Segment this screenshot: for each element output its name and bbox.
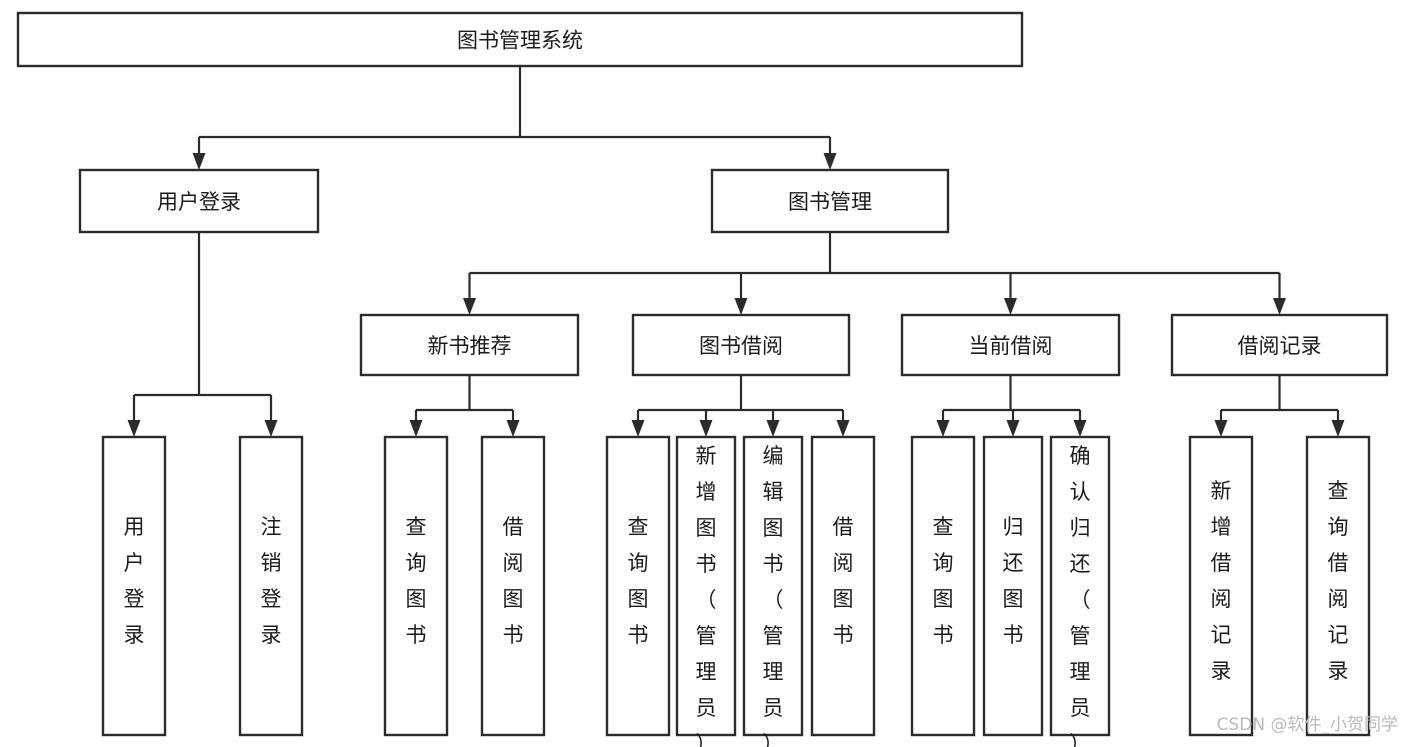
node-leaf-5-box[interactable] xyxy=(675,435,737,737)
node-leaf-4-label: 查询图书 xyxy=(628,515,649,647)
node-leaf-6-box[interactable] xyxy=(742,435,804,737)
node-root-label: 图书管理系统 xyxy=(457,29,583,53)
node-leaf-6[interactable]: 编辑图书（管理员） xyxy=(742,435,804,747)
node-leaf-10-label: 确认归还（管理员） xyxy=(1070,444,1091,747)
node-leaf-7-box[interactable] xyxy=(810,435,876,737)
node-l2-1-box[interactable] xyxy=(710,168,950,234)
node-l3-3-box[interactable] xyxy=(1170,313,1389,377)
conn-mgmt-arrow-1 xyxy=(734,298,748,315)
conn-borrow-arrow-3 xyxy=(836,420,850,437)
node-leaf-3[interactable]: 借阅图书 xyxy=(480,435,546,737)
node-l3-1[interactable]: 图书借阅 xyxy=(631,313,851,377)
node-leaf-1-label: 注销登录 xyxy=(261,515,282,647)
node-l3-3[interactable]: 借阅记录 xyxy=(1170,313,1389,377)
node-leaf-8-label: 查询图书 xyxy=(933,515,954,647)
node-leaf-11-label: 新增借阅记录 xyxy=(1211,479,1232,683)
node-leaf-2-label: 查询图书 xyxy=(406,515,427,647)
node-l3-3-label: 借阅记录 xyxy=(1238,334,1322,358)
conn-recommend-arrow-0 xyxy=(409,420,423,437)
node-l3-2-box[interactable] xyxy=(900,313,1121,377)
connector-layer xyxy=(127,66,1345,437)
node-leaf-9-box[interactable] xyxy=(982,435,1044,737)
node-leaf-2-box[interactable] xyxy=(383,435,449,737)
node-l2-0[interactable]: 用户登录 xyxy=(78,168,320,234)
conn-login-arrow-1 xyxy=(264,420,278,437)
node-l2-1[interactable]: 图书管理 xyxy=(710,168,950,234)
conn-root-arrow-1 xyxy=(823,153,837,170)
conn-current-arrow-1 xyxy=(1006,420,1020,437)
node-leaf-1-box[interactable] xyxy=(238,435,304,737)
node-l2-0-label: 用户登录 xyxy=(157,190,241,214)
node-leaf-2[interactable]: 查询图书 xyxy=(383,435,449,737)
conn-borrow-arrow-0 xyxy=(631,420,645,437)
node-leaf-8-box[interactable] xyxy=(910,435,976,737)
node-leaf-12-label: 查询借阅记录 xyxy=(1328,479,1349,683)
node-leaf-5[interactable]: 新增图书（管理员） xyxy=(675,435,737,747)
node-root-box[interactable] xyxy=(16,11,1024,68)
node-l3-1-box[interactable] xyxy=(631,313,851,377)
csdn-watermark: CSDN @软件_小贺同学 xyxy=(1217,715,1398,735)
node-leaf-0[interactable]: 用户登录 xyxy=(101,435,167,737)
node-leaf-0-box[interactable] xyxy=(101,435,167,737)
node-l3-0[interactable]: 新书推荐 xyxy=(359,313,580,377)
conn-mgmt-arrow-0 xyxy=(463,298,476,315)
node-leaf-9-label: 归还图书 xyxy=(1003,515,1024,647)
conn-borrow-arrow-1 xyxy=(699,420,713,437)
node-leaf-3-label: 借阅图书 xyxy=(503,515,524,647)
node-l3-2-label: 当前借阅 xyxy=(969,334,1053,358)
node-l3-2[interactable]: 当前借阅 xyxy=(900,313,1121,377)
node-leaf-9[interactable]: 归还图书 xyxy=(982,435,1044,737)
conn-borrow-arrow-2 xyxy=(766,420,780,437)
node-leaf-11-box[interactable] xyxy=(1188,435,1254,737)
node-layer: 图书管理系统用户登录图书管理新书推荐图书借阅当前借阅借阅记录用户登录注销登录查询… xyxy=(16,11,1389,747)
node-leaf-12-box[interactable] xyxy=(1305,435,1371,737)
node-leaf-6-label: 编辑图书（管理员） xyxy=(763,444,784,747)
conn-mgmt-arrow-3 xyxy=(1273,298,1286,315)
node-l3-0-label: 新书推荐 xyxy=(428,334,512,358)
conn-root-arrow-0 xyxy=(192,153,206,170)
node-leaf-7[interactable]: 借阅图书 xyxy=(810,435,876,737)
node-leaf-7-label: 借阅图书 xyxy=(833,515,854,647)
node-root[interactable]: 图书管理系统 xyxy=(16,11,1024,68)
node-l3-1-label: 图书借阅 xyxy=(699,334,783,358)
conn-record-arrow-1 xyxy=(1331,420,1345,437)
conn-recommend-arrow-1 xyxy=(506,420,520,437)
conn-current-arrow-0 xyxy=(936,420,950,437)
node-leaf-10[interactable]: 确认归还（管理员） xyxy=(1049,435,1111,747)
conn-current-arrow-2 xyxy=(1073,420,1087,437)
node-leaf-0-label: 用户登录 xyxy=(124,515,145,647)
node-leaf-11[interactable]: 新增借阅记录 xyxy=(1188,435,1254,737)
node-leaf-8[interactable]: 查询图书 xyxy=(910,435,976,737)
conn-mgmt-arrow-2 xyxy=(1004,298,1017,315)
node-leaf-1[interactable]: 注销登录 xyxy=(238,435,304,737)
node-leaf-5-label: 新增图书（管理员） xyxy=(696,444,717,747)
conn-record-arrow-0 xyxy=(1214,420,1228,437)
node-leaf-4-box[interactable] xyxy=(605,435,671,737)
node-leaf-3-box[interactable] xyxy=(480,435,546,737)
node-leaf-10-box[interactable] xyxy=(1049,435,1111,737)
node-leaf-12[interactable]: 查询借阅记录 xyxy=(1305,435,1371,737)
node-l2-0-box[interactable] xyxy=(78,168,320,234)
conn-login-arrow-0 xyxy=(127,420,141,437)
node-l2-1-label: 图书管理 xyxy=(788,190,872,214)
node-l3-0-box[interactable] xyxy=(359,313,580,377)
node-leaf-4[interactable]: 查询图书 xyxy=(605,435,671,737)
